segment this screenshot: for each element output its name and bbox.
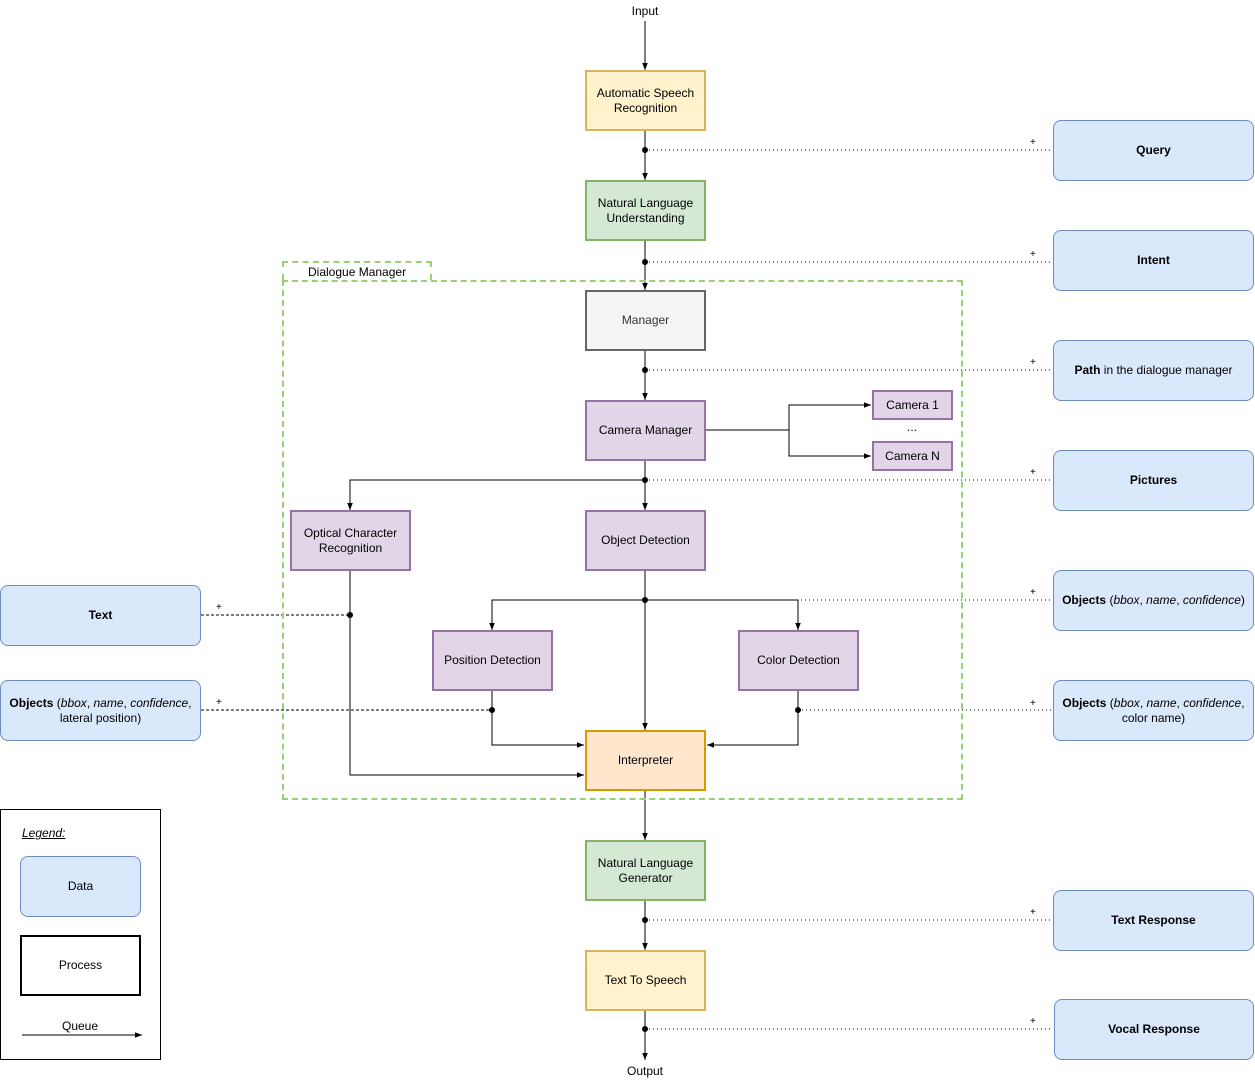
input-label: Input <box>631 4 659 18</box>
intent-data[interactable]: Intent <box>1053 230 1254 291</box>
objects-color-data[interactable]: Objects (bbox, name, confidence,color na… <box>1053 680 1254 741</box>
dialogue-manager-group <box>282 280 963 800</box>
queue-camera-1 <box>706 402 871 431</box>
path-label: Path in the dialogue manager <box>1074 363 1232 378</box>
comma: , <box>1139 695 1147 710</box>
paren-open: ( <box>1106 695 1114 710</box>
bbox-term: bbox <box>60 695 87 710</box>
vocal-response-label: Vocal Response <box>1108 1022 1200 1036</box>
paren-open: ( <box>53 695 61 710</box>
legend-title: Legend: <box>22 826 66 840</box>
objects-bold: Objects <box>1062 593 1107 607</box>
name-term: name <box>1146 695 1177 710</box>
position-detection-process[interactable]: Position Detection <box>432 630 553 691</box>
comma: , <box>86 695 94 710</box>
junction-dot <box>642 367 648 373</box>
connector-plus: + <box>216 697 222 708</box>
legend-data-swatch: Data <box>20 856 141 917</box>
lateral-position-term: lateral position) <box>59 710 142 725</box>
color-name-term: color name) <box>1121 710 1186 725</box>
confidence-term: confidence <box>1182 593 1241 607</box>
pictures-data[interactable]: Pictures <box>1053 450 1254 511</box>
junction-dot <box>642 259 648 265</box>
junction-dot <box>795 707 801 713</box>
connector-plus: + <box>1030 357 1036 368</box>
camera-ellipsis: ... <box>906 420 917 434</box>
text-response-label: Text Response <box>1111 913 1196 927</box>
queue-objdet-position <box>489 599 645 630</box>
pictures-label: Pictures <box>1129 473 1178 487</box>
nlu-process[interactable]: Natural Language Understanding <box>585 180 706 241</box>
objects-bold: Objects <box>1062 695 1107 710</box>
asr-process[interactable]: Automatic Speech Recognition <box>585 70 706 131</box>
junction-dot <box>642 477 648 483</box>
comma: , <box>1176 593 1183 607</box>
connector-plus: + <box>1030 698 1036 709</box>
junction-dot <box>642 147 648 153</box>
comma: , <box>1139 593 1147 607</box>
text-label: Text <box>88 608 113 622</box>
junction-dot <box>642 597 648 603</box>
paren-close: ) <box>1240 593 1245 607</box>
comma: , <box>1176 695 1184 710</box>
objects-lateral-label: Objects (bbox, name, confidence,lateral … <box>9 696 191 726</box>
vocal-response-data[interactable]: Vocal Response <box>1054 999 1254 1060</box>
query-data[interactable]: Query <box>1053 120 1254 181</box>
intent-label: Intent <box>1137 253 1170 267</box>
camera-1-process[interactable]: Camera 1 <box>872 390 953 420</box>
connector-plus: + <box>1030 137 1036 148</box>
path-data[interactable]: Path in the dialogue manager <box>1053 340 1254 401</box>
connector-plus: + <box>1030 1016 1036 1027</box>
interpreter-process[interactable]: Interpreter <box>585 730 706 791</box>
legend-process-swatch: Process <box>20 935 141 996</box>
object-detection-process[interactable]: Object Detection <box>585 510 706 571</box>
junction-dot <box>489 707 495 713</box>
paren-open: ( <box>1106 593 1114 607</box>
text-data[interactable]: Text <box>0 585 201 646</box>
bbox-term: bbox <box>1113 695 1140 710</box>
queue-ocr-interpreter <box>349 571 584 778</box>
comma-tail: , <box>188 695 192 710</box>
queue-camera-n <box>788 430 871 459</box>
comma: , <box>123 695 131 710</box>
objects-data[interactable]: Objects (bbox, name, confidence) <box>1053 570 1254 631</box>
color-detection-process[interactable]: Color Detection <box>738 630 859 691</box>
confidence-term: confidence <box>1183 695 1242 710</box>
output-label: Output <box>626 1064 664 1078</box>
objects-bold: Objects <box>9 695 54 710</box>
junction-dot <box>347 612 353 618</box>
camera-n-process[interactable]: Camera N <box>872 441 953 471</box>
query-label: Query <box>1136 143 1171 157</box>
objects-label: Objects (bbox, name, confidence) <box>1062 593 1245 608</box>
confidence-term: confidence <box>130 695 189 710</box>
connector-plus: + <box>1030 467 1036 478</box>
text-response-data[interactable]: Text Response <box>1053 890 1254 951</box>
nlg-process[interactable]: Natural Language Generator <box>585 840 706 901</box>
objects-color-label: Objects (bbox, name, confidence,color na… <box>1062 696 1244 726</box>
junction-dot <box>642 917 648 923</box>
legend-queue-label: Queue <box>61 1019 99 1033</box>
objects-lateral-data[interactable]: Objects (bbox, name, confidence,lateral … <box>0 680 201 741</box>
tts-process[interactable]: Text To Speech <box>585 950 706 1011</box>
path-bold: Path <box>1074 363 1101 377</box>
bbox-term: bbox <box>1113 593 1140 607</box>
camera-manager-process[interactable]: Camera Manager <box>585 400 706 461</box>
comma-tail: , <box>1241 695 1245 710</box>
manager-process[interactable]: Manager <box>585 290 706 351</box>
dialogue-manager-title: Dialogue Manager <box>282 261 432 280</box>
path-rest: in the dialogue manager <box>1100 363 1233 377</box>
connector-plus: + <box>216 602 222 613</box>
ocr-process[interactable]: Optical Character Recognition <box>290 510 411 571</box>
queue-pictures-ocr <box>347 479 645 510</box>
connector-plus: + <box>1030 907 1036 918</box>
junction-dot <box>642 1026 648 1032</box>
legend <box>0 809 161 1060</box>
connector-plus: + <box>1030 249 1036 260</box>
connector-plus: + <box>1030 587 1036 598</box>
name-term: name <box>93 695 124 710</box>
name-term: name <box>1146 593 1177 607</box>
